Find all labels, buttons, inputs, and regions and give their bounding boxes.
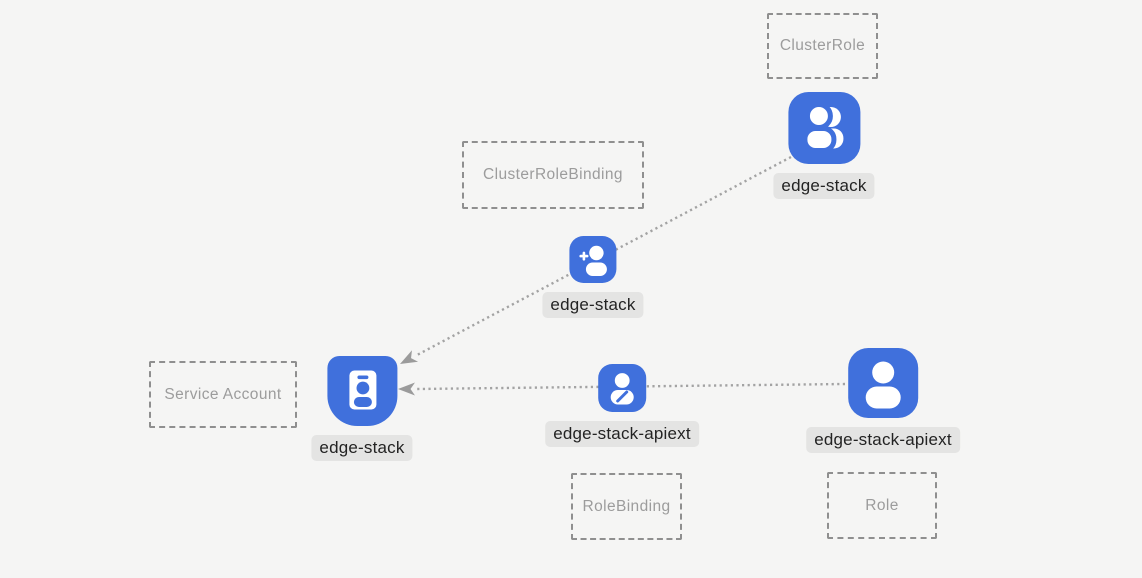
node-label: edge-stack-apiext [545,421,699,447]
node-label: edge-stack-apiext [806,427,960,453]
kind-box-role: Role [827,472,937,539]
node-role-binding-edge-stack-apiext: edge-stack-apiext [545,364,699,447]
node-cluster-role-binding-edge-stack: edge-stack [542,236,644,318]
node-cluster-role-edge-stack: edge-stack [773,92,875,199]
kind-box-role-binding: RoleBinding [571,473,682,540]
kind-box-label: ClusterRoleBinding [483,166,623,183]
kind-box-label: ClusterRole [779,37,866,54]
user-edit-icon [598,364,646,412]
node-label: edge-stack [773,173,875,199]
kind-box-label: Service Account [164,385,282,403]
node-service-account-edge-stack: edge-stack [311,356,413,461]
kind-box-cluster-role-binding: ClusterRoleBinding [462,141,644,209]
node-label: edge-stack [311,435,413,461]
node-role-edge-stack-apiext: edge-stack-apiext [806,348,960,453]
kind-box-label: Role [865,496,899,514]
user-add-icon [569,236,617,283]
kind-box-label: RoleBinding [582,497,671,515]
node-label: edge-stack [542,292,644,318]
users-icon [787,92,860,164]
kind-box-service-account: Service Account [149,361,297,428]
kind-box-cluster-role: ClusterRole [767,13,878,79]
id-badge-icon [326,356,397,426]
user-icon [848,348,918,418]
